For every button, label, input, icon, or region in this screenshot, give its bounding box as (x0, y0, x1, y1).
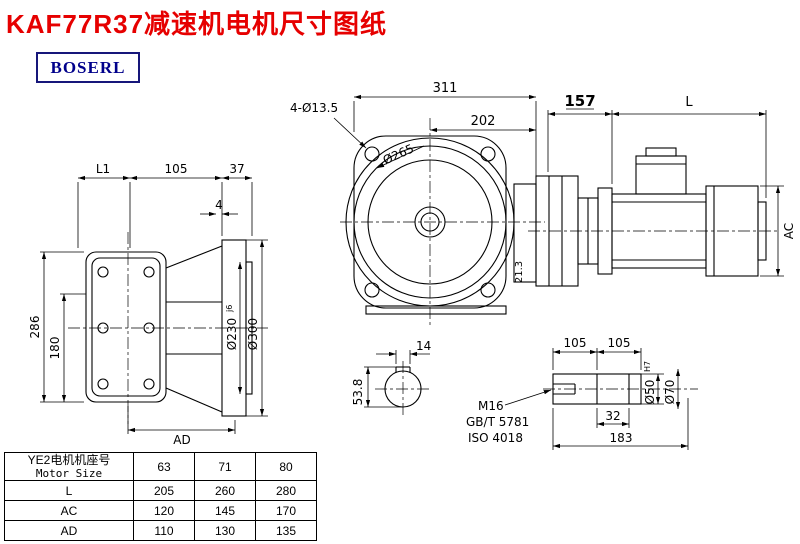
shaft-end-outline (552, 373, 642, 405)
table-header-motor-size: YE2电机机座号 Motor Size (4, 452, 134, 481)
bolt-hole (480, 146, 496, 162)
label-thread-M16: M16 (478, 399, 504, 413)
dim-label-286: 286 (28, 316, 42, 339)
dim-label-183: 183 (610, 431, 633, 445)
table-row-AC: AC 120 145 170 (4, 500, 317, 521)
housing-outline (85, 251, 167, 403)
motor-side-view: 157 L AC (528, 92, 796, 287)
dim-label-311: 311 (433, 81, 458, 96)
dim-label-d230-tol: j6 (225, 305, 234, 313)
dim-label-21-3: 21.3 (514, 261, 525, 283)
front-view-dimensions (333, 94, 537, 180)
dim-label-bolt-holes: 4-Ø13.5 (290, 101, 338, 115)
dim-label-14: 14 (416, 339, 431, 353)
motor-outline (535, 147, 767, 287)
side-view-centerlines (68, 232, 268, 424)
dim-label-105a: 105 (564, 336, 587, 350)
table-row-label: AD (4, 520, 134, 541)
dim-label-105: 105 (165, 162, 188, 176)
dim-label-AC: AC (782, 223, 796, 239)
dim-label-4: 4 (215, 198, 223, 212)
dim-label-105b: 105 (608, 336, 631, 350)
table-cell: 110 (133, 520, 195, 541)
dim-label-d300: Ø300 (246, 318, 260, 350)
bolt-hole (480, 282, 496, 298)
dim-label-157: 157 (564, 92, 595, 110)
dim-label-180: 180 (48, 337, 62, 360)
front-view-outline (345, 135, 537, 315)
brand-logo: BOSERL (36, 52, 140, 83)
dim-label-d70: Ø70 (663, 380, 677, 405)
table-header-row: YE2电机机座号 Motor Size 63 71 80 (4, 452, 317, 481)
label-standard-gb: GB/T 5781 (466, 415, 529, 429)
front-view: 311 202 4-Ø13.5 Ø265 21.3 (290, 81, 545, 326)
dim-label-53-8: 53.8 (351, 379, 365, 406)
dim-label-32: 32 (605, 409, 620, 423)
dim-label-d50-tol: H7 (643, 361, 652, 372)
dim-label-202: 202 (471, 114, 496, 129)
base-foot (365, 305, 507, 315)
side-view: L1 105 37 4 286 180 AD Ø230 j6 Ø300 (28, 162, 268, 447)
table-row-label: L (4, 480, 134, 501)
table-cell: 120 (133, 500, 195, 521)
table-cell: 145 (194, 500, 256, 521)
terminal-box (635, 155, 687, 195)
table-row-L: L 205 260 280 (4, 480, 317, 501)
dim-label-L1: L1 (96, 162, 110, 176)
table-row-AD: AD 110 130 135 (4, 520, 317, 541)
shaft-section-dimensions (364, 350, 430, 408)
dim-label-L: L (685, 95, 693, 110)
table-size-col: 63 (133, 452, 195, 481)
table-row-label: AC (4, 500, 134, 521)
shaft-end-view: 105 105 32 183 M16 GB/T 5781 ISO 4018 Ø5… (466, 336, 698, 450)
shaft-section-view: 14 53.8 (351, 339, 431, 417)
flange-pilot (245, 261, 253, 395)
table-cell: 170 (255, 500, 317, 521)
bolt-hole (364, 282, 380, 298)
table-header-cn: YE2电机机座号 (27, 453, 111, 467)
table-header-en: Motor Size (35, 467, 103, 480)
side-view-dimensions (40, 175, 268, 434)
bolt-hole (364, 146, 380, 162)
table-cell: 135 (255, 520, 317, 541)
page-title: KAF77R37减速机电机尺寸图纸 (6, 9, 388, 39)
dim-label-AD: AD (173, 433, 190, 447)
dim-label-d50: Ø50 (643, 380, 657, 405)
side-view-outline (85, 239, 253, 417)
motor-dimensions (547, 108, 784, 277)
dim-label-37: 37 (229, 162, 244, 176)
motor-size-table: YE2电机机座号 Motor Size 63 71 80 L 205 260 2… (4, 452, 317, 541)
dim-label-d230: Ø230 (225, 318, 239, 350)
shaft-end-dimensions (504, 348, 689, 450)
brand-logo-text: BOSERL (50, 57, 126, 77)
table-cell: 280 (255, 480, 317, 501)
table-size-col: 71 (194, 452, 256, 481)
table-cell: 130 (194, 520, 256, 541)
table-size-col: 80 (255, 452, 317, 481)
shaft-section-centerlines (375, 361, 431, 417)
table-cell: 260 (194, 480, 256, 501)
table-cell: 205 (133, 480, 195, 501)
label-standard-iso: ISO 4018 (468, 431, 523, 445)
front-view-centerlines (340, 118, 545, 326)
